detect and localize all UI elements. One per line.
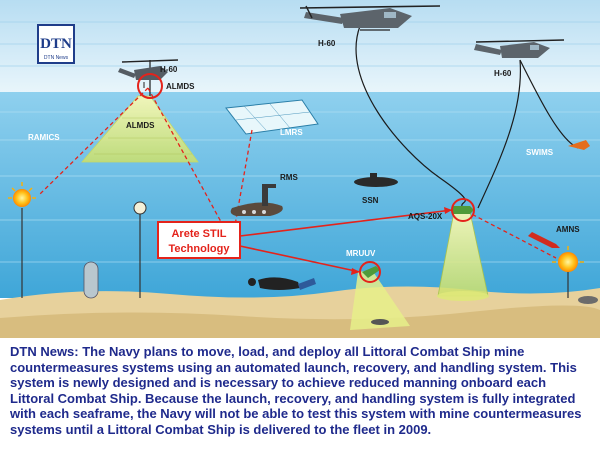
mcm-scene: DTN DTN News — [0, 0, 600, 338]
dtn-logo-letters: DTN — [40, 36, 72, 52]
almds-target-circle — [137, 73, 163, 99]
label-almds: ALMDS — [126, 121, 155, 130]
lmrs-field — [225, 99, 319, 135]
callout-arrows — [239, 207, 453, 275]
label-ramics: RAMICS — [28, 133, 60, 142]
lmrs-grid — [235, 103, 311, 131]
bottom-mine-right — [578, 296, 598, 304]
seabed-shade — [0, 305, 600, 338]
label-lmrs: LMRS — [280, 128, 303, 137]
h60-center-helicopter — [299, 5, 441, 31]
rms-vehicle — [230, 184, 283, 216]
caption-text: DTN News: The Navy plans to move, load, … — [0, 338, 600, 474]
label-h60-center: H-60 — [318, 39, 336, 48]
label-amns: AMNS — [556, 225, 580, 234]
label-almds-top: ALMDS — [166, 82, 195, 91]
label-h60-left: H-60 — [160, 65, 178, 74]
label-swims: SWIMS — [526, 148, 554, 157]
diver — [248, 277, 316, 290]
ssn-submarine — [354, 173, 398, 187]
tow-cables — [149, 25, 579, 209]
aqs-footprint — [437, 291, 489, 301]
dtn-logo: DTN DTN News — [37, 24, 75, 64]
label-rms: RMS — [280, 173, 298, 182]
dtn-logo-sub: DTN News — [44, 55, 69, 61]
sea-stripes — [0, 111, 600, 263]
swims-towed-body — [568, 140, 590, 150]
moored-mine-left — [8, 182, 36, 298]
label-aqs: AQS-20X — [408, 212, 443, 221]
almds-cone — [81, 95, 199, 163]
label-ssn: SSN — [362, 196, 379, 205]
arete-stil-callout: Arete STIL Technology — [157, 221, 241, 259]
label-h60-right: H-60 — [494, 69, 512, 78]
bottom-mine-cylinder — [83, 261, 99, 299]
mruuv-cone — [350, 270, 410, 330]
callout-line1: Arete STIL — [171, 228, 226, 240]
callout-line2: Technology — [169, 243, 231, 255]
sky-stripes — [0, 21, 600, 67]
label-mruuv: MRUUV — [346, 249, 376, 258]
moored-mine-center — [133, 201, 147, 298]
moored-mine-right — [552, 246, 584, 298]
amns-neutralizer — [528, 232, 560, 248]
almds-grid — [94, 117, 192, 155]
seabed-object — [371, 319, 389, 325]
h60-right-helicopter — [474, 39, 565, 58]
